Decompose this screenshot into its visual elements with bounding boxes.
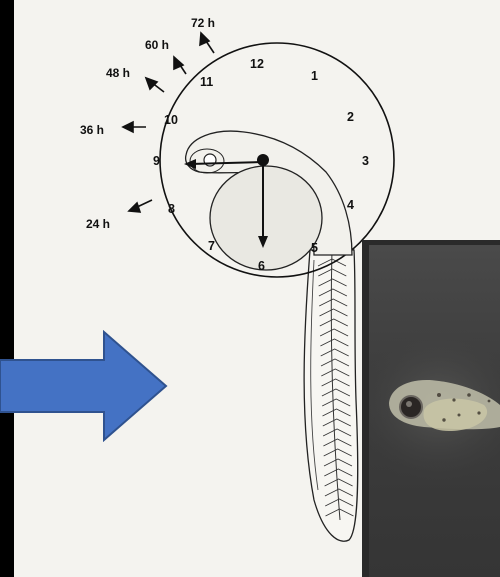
- hour-label-36h: 36 h: [80, 123, 104, 137]
- clock-number-4: 4: [347, 198, 354, 212]
- clock-number-8: 8: [168, 202, 175, 216]
- yolk-sac: [210, 166, 322, 270]
- arrow-24h-head-icon: [129, 203, 140, 212]
- clock-number-3: 3: [362, 154, 369, 168]
- clock-number-5: 5: [311, 241, 318, 255]
- hour-label-48h: 48 h: [106, 66, 130, 80]
- hour-label-72h: 72 h: [191, 16, 215, 30]
- clock-number-6: 6: [258, 259, 265, 273]
- clock-number-12: 12: [250, 57, 264, 71]
- arrow-48h-head-icon: [146, 78, 157, 89]
- clock-number-9: 9: [153, 154, 160, 168]
- blue-right-arrow: [0, 330, 172, 442]
- clock-number-10: 10: [164, 113, 178, 127]
- clock-number-7: 7: [208, 239, 215, 253]
- hour-label-24h: 24 h: [86, 217, 110, 231]
- clock-number-1: 1: [311, 69, 318, 83]
- larva-eye: [400, 396, 422, 418]
- arrow-36h-head-icon: [123, 122, 133, 132]
- hour-label-60h: 60 h: [145, 38, 169, 52]
- zebrafish-larva-photo: [369, 245, 500, 577]
- clock-number-11: 11: [200, 75, 213, 89]
- clock-number-2: 2: [347, 110, 354, 124]
- clock-center: [257, 154, 269, 166]
